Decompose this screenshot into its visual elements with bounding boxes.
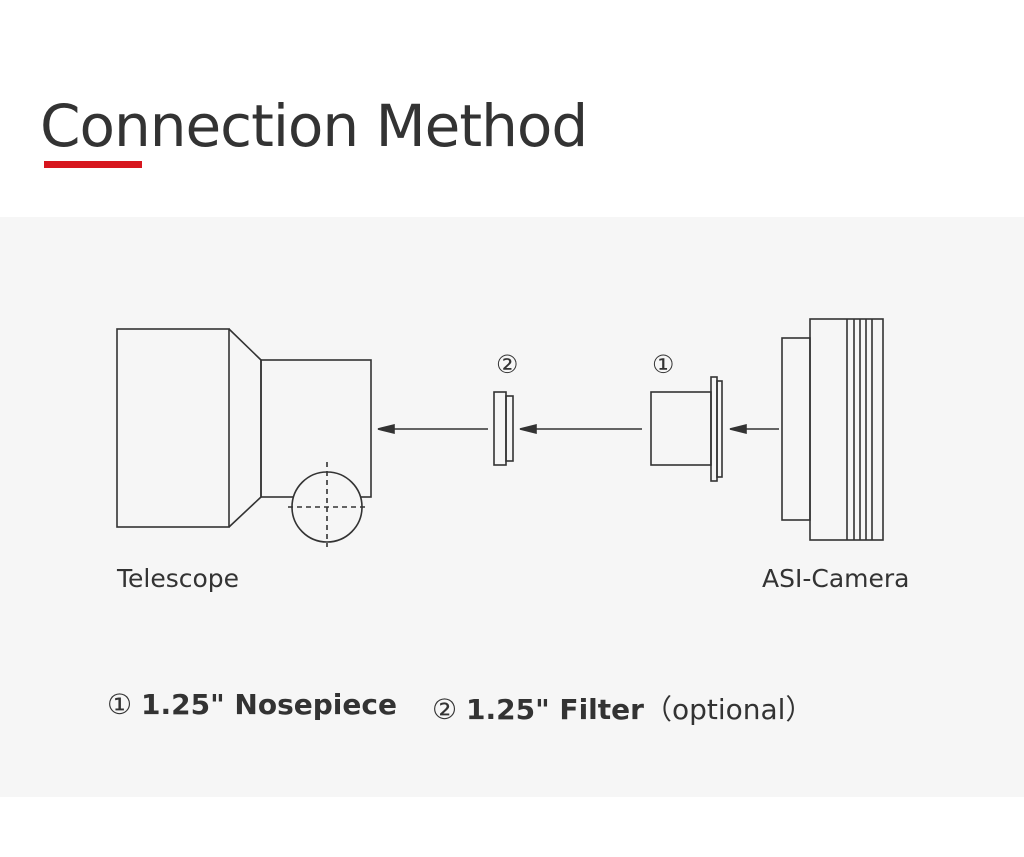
filter-drawing <box>493 391 514 466</box>
arrow-nosepiece-to-filter <box>519 423 642 435</box>
arrow-filter-to-telescope <box>377 423 488 435</box>
camera-drawing <box>781 318 884 541</box>
page-title: Connection Method <box>40 92 588 160</box>
legend-text: 1.25" Nosepiece <box>141 688 397 721</box>
legend-marker: ② <box>432 693 458 726</box>
marker-1: ① <box>652 350 675 379</box>
legend-item-nosepiece: ① 1.25" Nosepiece <box>107 688 397 721</box>
marker-2: ② <box>496 350 519 379</box>
legend-item-filter: ② 1.25" Filter（optional） <box>432 688 813 728</box>
legend-text: 1.25" Filter <box>466 693 644 726</box>
legend-note: （optional） <box>643 693 814 726</box>
camera-label: ASI-Camera <box>762 564 910 593</box>
arrow-camera-to-nosepiece <box>729 423 779 435</box>
legend-marker: ① <box>107 688 133 721</box>
nosepiece-drawing <box>650 376 723 482</box>
title-underline <box>44 161 142 168</box>
telescope-label: Telescope <box>117 564 240 593</box>
telescope-drawing <box>116 328 372 547</box>
